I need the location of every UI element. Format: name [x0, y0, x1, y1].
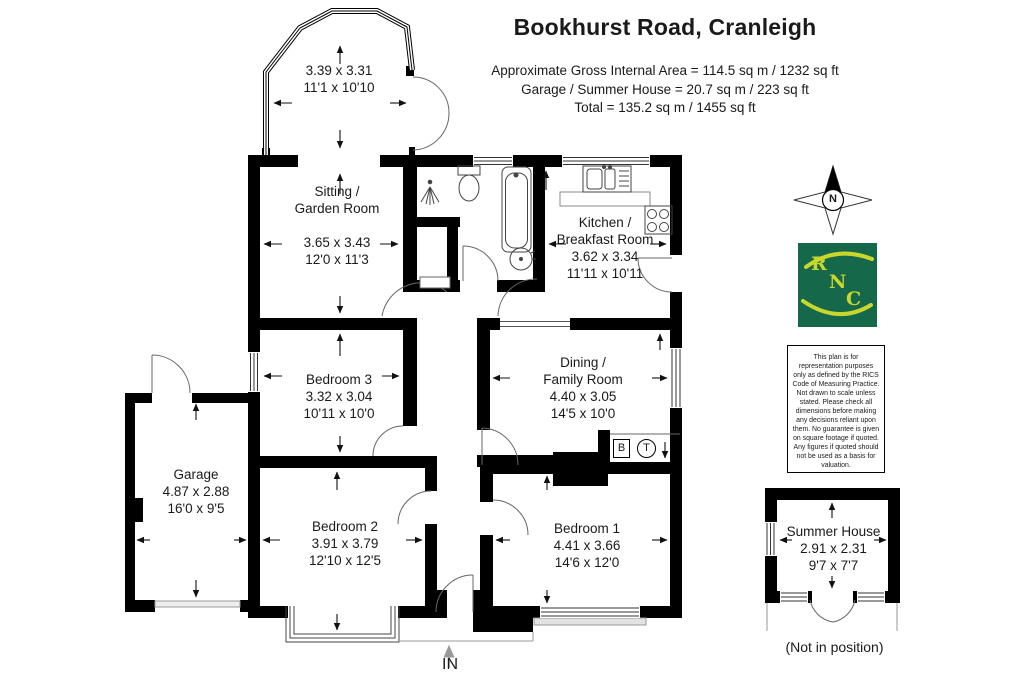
room-label-bay-window: 3.39 x 3.31 11'1 x 10'10	[303, 63, 375, 95]
room-label-garage: Garage 4.87 x 2.88 16'0 x 9'5	[162, 467, 230, 516]
agency-logo: R N C	[798, 243, 877, 327]
room-label-bedroom3: Bedroom 3 3.32 x 3.04 10'11 x 10'0	[303, 372, 375, 421]
compass-icon	[793, 164, 873, 236]
bedroom2-bay-window	[285, 606, 400, 643]
logo-letter-n: N	[829, 271, 847, 293]
shower-icon	[420, 179, 440, 205]
room-label-bedroom1: Bedroom 1 4.41 x 3.66 14'6 x 12'0	[553, 521, 621, 570]
boiler-symbol: B	[613, 439, 630, 458]
basin-icon	[509, 247, 536, 271]
toilet-icon	[457, 165, 481, 202]
room-label-bedroom2: Bedroom 2 3.91 x 3.79 12'10 x 12'5	[309, 519, 381, 568]
room-label-summer-house: Summer House 2.91 x 2.31 9'7 x 7'7	[786, 524, 881, 573]
porch-lines	[399, 603, 898, 642]
area-summary: Approximate Gross Internal Area = 114.5 …	[400, 62, 930, 118]
gross-internal-area: Approximate Gross Internal Area = 114.5 …	[491, 63, 839, 78]
garage-door	[154, 600, 241, 608]
room-label-sitting-garden-room: Sitting / Garden Room 3.65 x 3.43 12'0 x…	[294, 184, 380, 267]
garage-summer-house-area: Garage / Summer House = 20.7 sq m / 223 …	[521, 81, 809, 97]
summer-house-walls	[765, 488, 900, 603]
compass-north-label: N	[829, 193, 837, 205]
doors	[151, 76, 856, 623]
hob-icon	[644, 205, 673, 235]
fixtures	[420, 165, 673, 271]
tank-symbol: T	[637, 439, 656, 458]
logo-letter-c: C	[846, 288, 862, 310]
page-title: Bookhurst Road, Cranleigh	[513, 14, 817, 40]
total-area: Total = 135.2 sq m / 1455 sq ft	[574, 100, 756, 115]
dimension-arrows	[136, 45, 887, 631]
room-label-kitchen-breakfast-room: Kitchen / Breakfast Room 3.62 x 3.34 11'…	[556, 215, 654, 281]
summer-house-note: (Not in position)	[785, 639, 884, 655]
logo-swooshes	[801, 251, 874, 317]
entrance-label: IN	[442, 656, 458, 673]
disclaimer-box: This plan is for representation purposes…	[787, 345, 885, 473]
windows	[154, 155, 885, 626]
bath-icon	[501, 166, 532, 253]
kitchen-sink-icon	[559, 165, 651, 207]
room-label-dining-family-room: Dining / Family Room 4.40 x 3.05 14'5 x …	[543, 355, 623, 421]
walls	[125, 66, 682, 632]
logo-letter-r: R	[811, 253, 827, 275]
bay-window-structure	[263, 8, 415, 155]
